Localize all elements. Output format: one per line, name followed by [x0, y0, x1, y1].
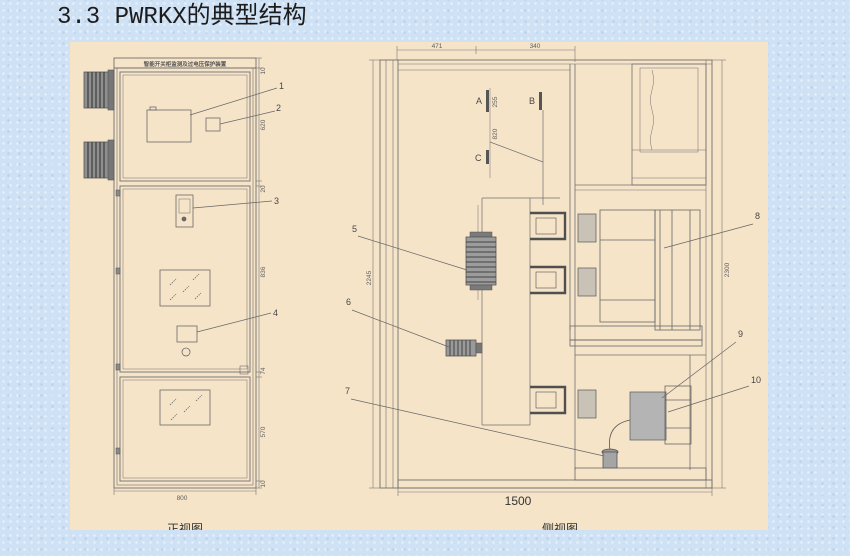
busbar-label-a: A	[476, 96, 482, 106]
callout-3: 3	[274, 196, 279, 206]
busbar-a	[486, 90, 489, 112]
front-view: 智能开关柜监测及过电压保护装置	[83, 57, 284, 530]
front-components	[146, 106, 221, 426]
front-dim-upper-door: 620	[260, 119, 267, 130]
side-top-dimension-2: 340	[530, 43, 541, 50]
front-width-dimension-line	[113, 488, 257, 495]
component-5-current-transformer	[465, 231, 497, 291]
side-view-caption: 侧视图	[542, 521, 578, 530]
side-callout-lines	[350, 223, 754, 457]
front-dim-top-band: 10	[260, 67, 267, 75]
front-dim-base: 10	[260, 480, 267, 488]
front-dim-gap-2: 74	[260, 367, 267, 375]
component-3-switch	[175, 194, 194, 228]
technical-drawing: 智能开关柜监测及过电压保护装置	[83, 43, 761, 530]
side-dimension-lines	[369, 46, 726, 496]
truck-base	[574, 467, 707, 481]
viewing-window-bottom	[159, 389, 211, 426]
callout-4: 4	[273, 308, 278, 318]
low-voltage-compartment	[631, 63, 707, 186]
front-height-dimension-line	[256, 57, 262, 489]
front-width-dimension: 800	[177, 495, 188, 502]
callout-6: 6	[346, 297, 351, 307]
viewing-window-middle	[159, 269, 211, 307]
busbar-compartment	[486, 88, 544, 205]
drawing-panel: 智能开关柜监测及过电压保护装置	[70, 42, 768, 530]
callout-5: 5	[352, 224, 357, 234]
busbar-c	[486, 150, 489, 164]
front-dim-lower-door: 570	[260, 426, 267, 437]
busbar-label-c: C	[475, 153, 482, 163]
circuit-breaker	[569, 209, 703, 347]
front-dim-middle-door: 836	[260, 266, 267, 277]
callout-10: 10	[751, 375, 761, 385]
side-view: A B C 255 820	[345, 43, 761, 530]
busbar-label-b: B	[529, 96, 535, 106]
contact-spouts	[530, 211, 567, 415]
callout-8: 8	[755, 211, 760, 221]
component-6-sensor	[445, 339, 483, 357]
front-view-caption: 正视图	[167, 521, 203, 530]
slide-title: 3.3 PWRKX的典型结构	[57, 4, 307, 31]
bushing-lower	[83, 139, 115, 181]
component-7-arrester	[601, 419, 631, 469]
front-dim-gap-1: 20	[260, 185, 267, 193]
side-cabinet-outline	[379, 59, 713, 489]
callout-7: 7	[345, 386, 350, 396]
callout-2: 2	[276, 103, 281, 113]
component-4-lock	[176, 325, 198, 357]
side-top-dimension-1: 471	[432, 43, 443, 50]
component-1-monitor	[146, 106, 192, 143]
front-view-header: 智能开关柜监测及过电压保护装置	[144, 60, 227, 68]
side-height-left: 2245	[366, 270, 373, 285]
busbar-dimension-lower: 820	[492, 128, 499, 139]
busbar-b	[539, 92, 542, 110]
busbar-dimension-upper: 255	[492, 96, 499, 107]
side-partitions	[398, 64, 706, 470]
front-cabinet-outline	[113, 57, 257, 489]
side-depth-dimension: 1500	[505, 494, 532, 508]
door-hinges	[115, 189, 249, 455]
callout-1: 1	[279, 81, 284, 91]
callout-9: 9	[738, 329, 743, 339]
component-2-indicator	[205, 117, 221, 132]
bushing-upper	[83, 69, 115, 111]
side-height-right: 2300	[724, 262, 731, 277]
voltage-transformer	[577, 385, 692, 445]
